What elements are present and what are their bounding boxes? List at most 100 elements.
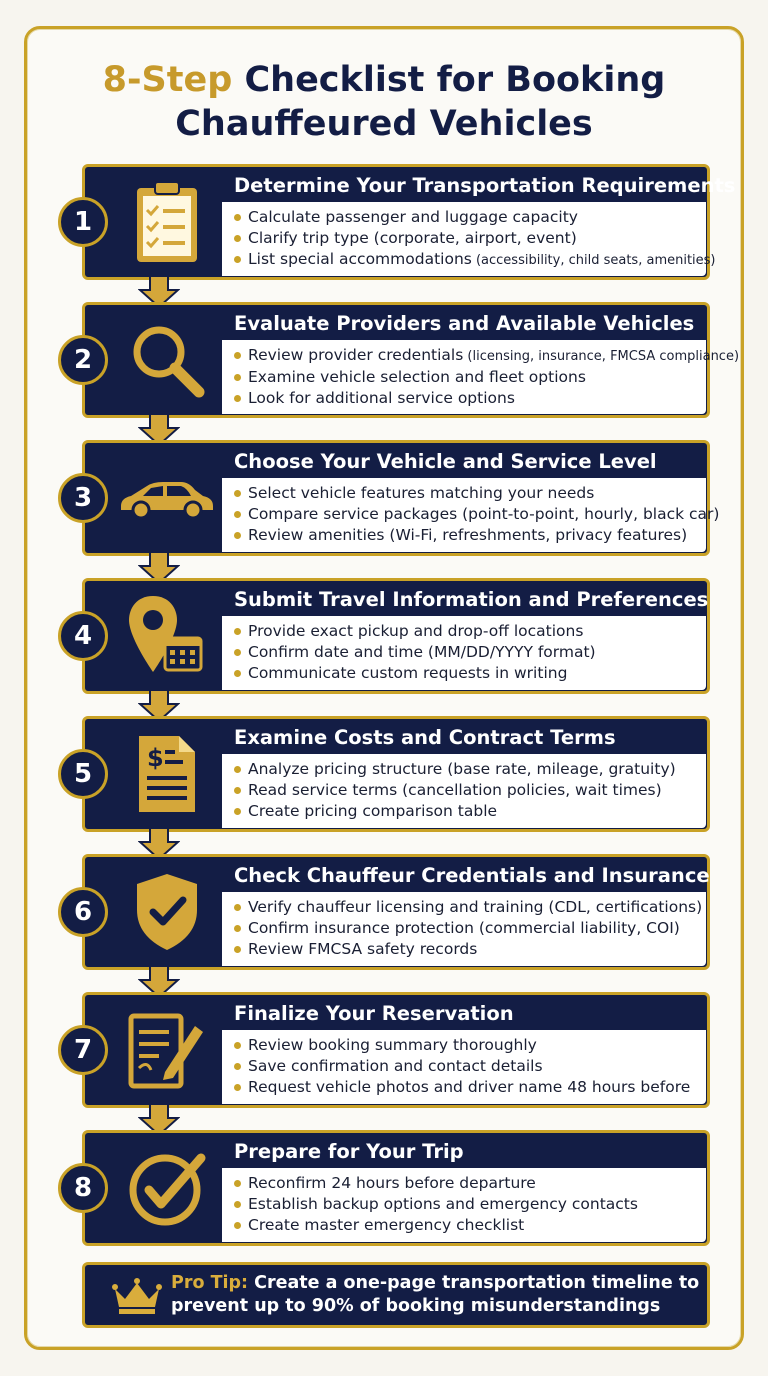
step-card-6: Check Chauffeur Credentials and Insuranc… [82,854,710,970]
down-arrow-icon [138,414,180,446]
step-heading: Check Chauffeur Credentials and Insuranc… [234,864,710,887]
bullet-item: Examine vehicle selection and fleet opti… [232,367,706,388]
bullet-item: Calculate passenger and luggage capacity [232,207,706,228]
bullet-item: Look for additional service options [232,388,706,409]
step-heading: Finalize Your Reservation [234,1002,514,1025]
step-heading: Determine Your Transportation Requiremen… [234,174,736,197]
bullet-text: Confirm insurance protection (commercial… [248,919,680,937]
bullet-item: Review booking summary thoroughly [232,1035,706,1056]
bullet-item: Compare service packages (point-to-point… [232,504,719,525]
bullet-text: Create pricing comparison table [248,802,498,820]
step-body: Analyze pricing structure (base rate, mi… [222,754,706,828]
bullet-item: Provide exact pickup and drop-off locati… [232,621,706,642]
pro-tip-text: Pro Tip: Create a one-page transportatio… [171,1272,701,1318]
down-arrow-icon [138,276,180,308]
step-card-1: Determine Your Transportation Requiremen… [82,164,736,280]
bullet-item: Create master emergency checklist [232,1215,706,1236]
step-body: Provide exact pickup and drop-off locati… [222,616,706,690]
down-arrow-icon [138,1104,180,1136]
step-heading: Submit Travel Information and Preference… [234,588,709,611]
bullet-item: Review FMCSA safety records [232,939,706,960]
down-arrow-icon [138,966,180,998]
invoice-dollar-icon: $ [112,726,222,822]
step-number-badge: 6 [58,887,108,937]
pro-tip-body: Create a one-page transportation timelin… [171,1273,700,1316]
bullet-detail: (accessibility, child seats, amenities) [471,253,716,268]
bullet-text: Request vehicle photos and driver name 4… [248,1078,691,1096]
page-title: 8-Step Checklist for Booking Chauffeured… [40,58,728,146]
bullet-text: Create master emergency checklist [248,1216,525,1234]
pro-tip-banner: Pro Tip: Create a one-page transportatio… [82,1262,710,1328]
bullet-item: Analyze pricing structure (base rate, mi… [232,759,706,780]
location-calendar-icon [112,588,222,684]
title-line1: Checklist for Booking [232,60,666,100]
circle-check-icon [112,1140,222,1236]
bullet-text: Look for additional service options [248,389,515,407]
bullet-list: Provide exact pickup and drop-off locati… [232,621,706,684]
bullet-text: Verify chauffeur licensing and training … [248,898,703,916]
bullet-text: Compare service packages (point-to-point… [248,505,720,523]
title-highlight: 8-Step [102,60,233,100]
step-card-2: Evaluate Providers and Available Vehicle… [82,302,739,418]
bullet-item: Create pricing comparison table [232,801,706,822]
bullet-item: Select vehicle features matching your ne… [232,483,706,504]
down-arrow-icon [138,690,180,722]
bullet-item: Clarify trip type (corporate, airport, e… [232,228,706,249]
bullet-item: Review provider credentials (licensing, … [232,345,739,367]
pro-tip-label: Pro Tip: [171,1273,249,1293]
bullet-text: Reconfirm 24 hours before departure [248,1174,536,1192]
step-number-badge: 7 [58,1025,108,1075]
magnifying-glass-icon [112,312,222,408]
step-number-badge: 3 [58,473,108,523]
bullet-list: Verify chauffeur licensing and training … [232,897,706,960]
bullet-item: Review amenities (Wi-Fi, refreshments, p… [232,525,706,546]
step-body: Review provider credentials (licensing, … [222,340,739,414]
bullet-item: Confirm date and time (MM/DD/YYYY format… [232,642,706,663]
step-heading: Examine Costs and Contract Terms [234,726,616,749]
bullet-list: Select vehicle features matching your ne… [232,483,719,546]
bullet-text: Confirm date and time (MM/DD/YYYY format… [248,643,596,661]
step-body: Select vehicle features matching your ne… [222,478,719,552]
step-heading: Choose Your Vehicle and Service Level [234,450,657,473]
step-heading: Evaluate Providers and Available Vehicle… [234,312,695,335]
bullet-text: Save confirmation and contact details [248,1057,543,1075]
title-line2: Chauffeured Vehicles [175,104,593,144]
bullet-item: Save confirmation and contact details [232,1056,706,1077]
bullet-text: Review booking summary thoroughly [248,1036,537,1054]
bullet-text: Read service terms (cancellation policie… [248,781,662,799]
step-body: Calculate passenger and luggage capacity… [222,202,716,276]
bullet-list: Calculate passenger and luggage capacity… [232,207,716,271]
svg-text:$: $ [147,744,164,772]
bullet-text: Analyze pricing structure (base rate, mi… [248,760,676,778]
document-pen-icon [112,1002,222,1098]
bullet-item: Request vehicle photos and driver name 4… [232,1077,706,1098]
bullet-text: Communicate custom requests in writing [248,664,568,682]
car-icon [112,450,222,546]
bullet-item: Communicate custom requests in writing [232,663,706,684]
down-arrow-icon [138,828,180,860]
bullet-item: List special accommodations (accessibili… [232,249,716,271]
bullet-item: Establish backup options and emergency c… [232,1194,706,1215]
step-number-badge: 4 [58,611,108,661]
step-body: Verify chauffeur licensing and training … [222,892,706,966]
bullet-list: Review provider credentials (licensing, … [232,345,739,409]
shield-check-icon [112,864,222,960]
bullet-text: Calculate passenger and luggage capacity [248,208,578,226]
bullet-text: Establish backup options and emergency c… [248,1195,638,1213]
bullet-text: Select vehicle features matching your ne… [248,484,595,502]
step-number-badge: 5 [58,749,108,799]
bullet-text: Review FMCSA safety records [248,940,478,958]
clipboard-checklist-icon [112,174,222,270]
bullet-item: Verify chauffeur licensing and training … [232,897,706,918]
bullet-text: Provide exact pickup and drop-off locati… [248,622,584,640]
bullet-text: Review provider credentials [248,346,464,364]
bullet-item: Confirm insurance protection (commercial… [232,918,706,939]
bullet-text: Examine vehicle selection and fleet opti… [248,368,586,386]
